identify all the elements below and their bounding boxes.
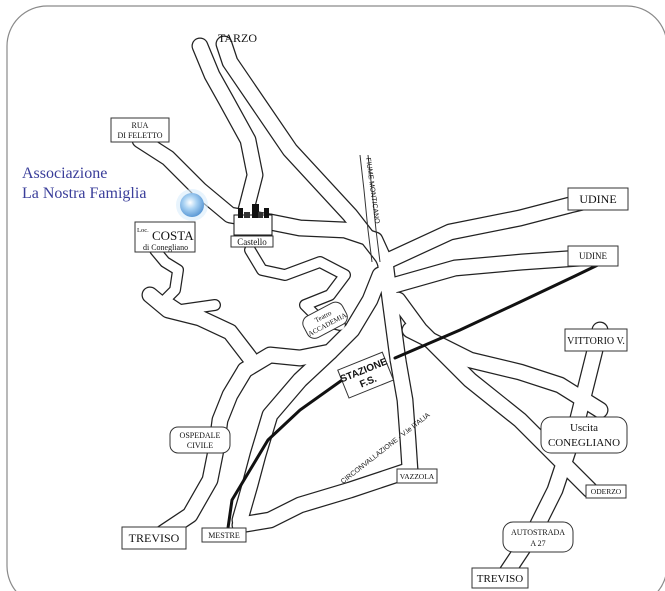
box-mestre xyxy=(201,527,247,543)
box-treviso-left xyxy=(121,526,187,550)
label-autostrada-2: A 27 xyxy=(530,539,545,548)
label-ospedale-1: OSPEDALE xyxy=(180,431,221,440)
label-ospedale-2: CIVILE xyxy=(187,441,213,450)
label-di-conegliano: di Conegliano xyxy=(143,243,188,252)
association-line2: La Nostra Famiglia xyxy=(22,185,146,202)
label-tarzo: TARZO xyxy=(218,31,257,45)
label-castello: Castello xyxy=(237,237,267,247)
box-oderzo xyxy=(585,484,627,499)
box-vittorio xyxy=(564,328,628,352)
label-autostrada-1: AUTOSTRADA xyxy=(511,528,565,537)
map-frame xyxy=(6,5,665,591)
label-udine-top: UDINE xyxy=(579,192,616,206)
box-costa xyxy=(134,221,196,253)
box-udine-top xyxy=(567,187,629,211)
label-loc: Loc. xyxy=(137,227,149,234)
box-castello xyxy=(230,235,274,248)
box-uscita xyxy=(540,416,628,454)
box-ospedale xyxy=(169,426,231,454)
label-vazzola: VAZZOLA xyxy=(400,472,435,481)
label-uscita-1: Uscita xyxy=(570,422,598,434)
label-oderzo: ODERZO xyxy=(591,487,622,496)
box-autostrada xyxy=(502,521,574,553)
label-mestre: MESTRE xyxy=(208,531,240,540)
label-udine-rail: UDINE xyxy=(579,251,607,261)
location-marker-icon[interactable] xyxy=(180,193,204,217)
label-rua-2: DI FELETTO xyxy=(118,131,163,140)
label-vittorio: VITTORIO V. xyxy=(567,336,625,347)
box-vazzola xyxy=(396,468,438,484)
railway-line xyxy=(226,260,606,530)
river-monticano xyxy=(359,154,381,263)
castle-icon xyxy=(233,204,273,236)
box-treviso-bottom xyxy=(471,567,529,589)
box-udine-rail xyxy=(567,245,619,267)
label-treviso-bottom: TREVISO xyxy=(477,573,524,585)
association-line1: Associazione xyxy=(22,165,107,182)
label-costa: COSTA xyxy=(152,228,194,243)
label-uscita-2: CONEGLIANO xyxy=(548,437,620,449)
label-rua-1: RUA xyxy=(132,121,149,130)
label-treviso-left: TREVISO xyxy=(129,531,180,545)
box-rua xyxy=(110,117,170,143)
